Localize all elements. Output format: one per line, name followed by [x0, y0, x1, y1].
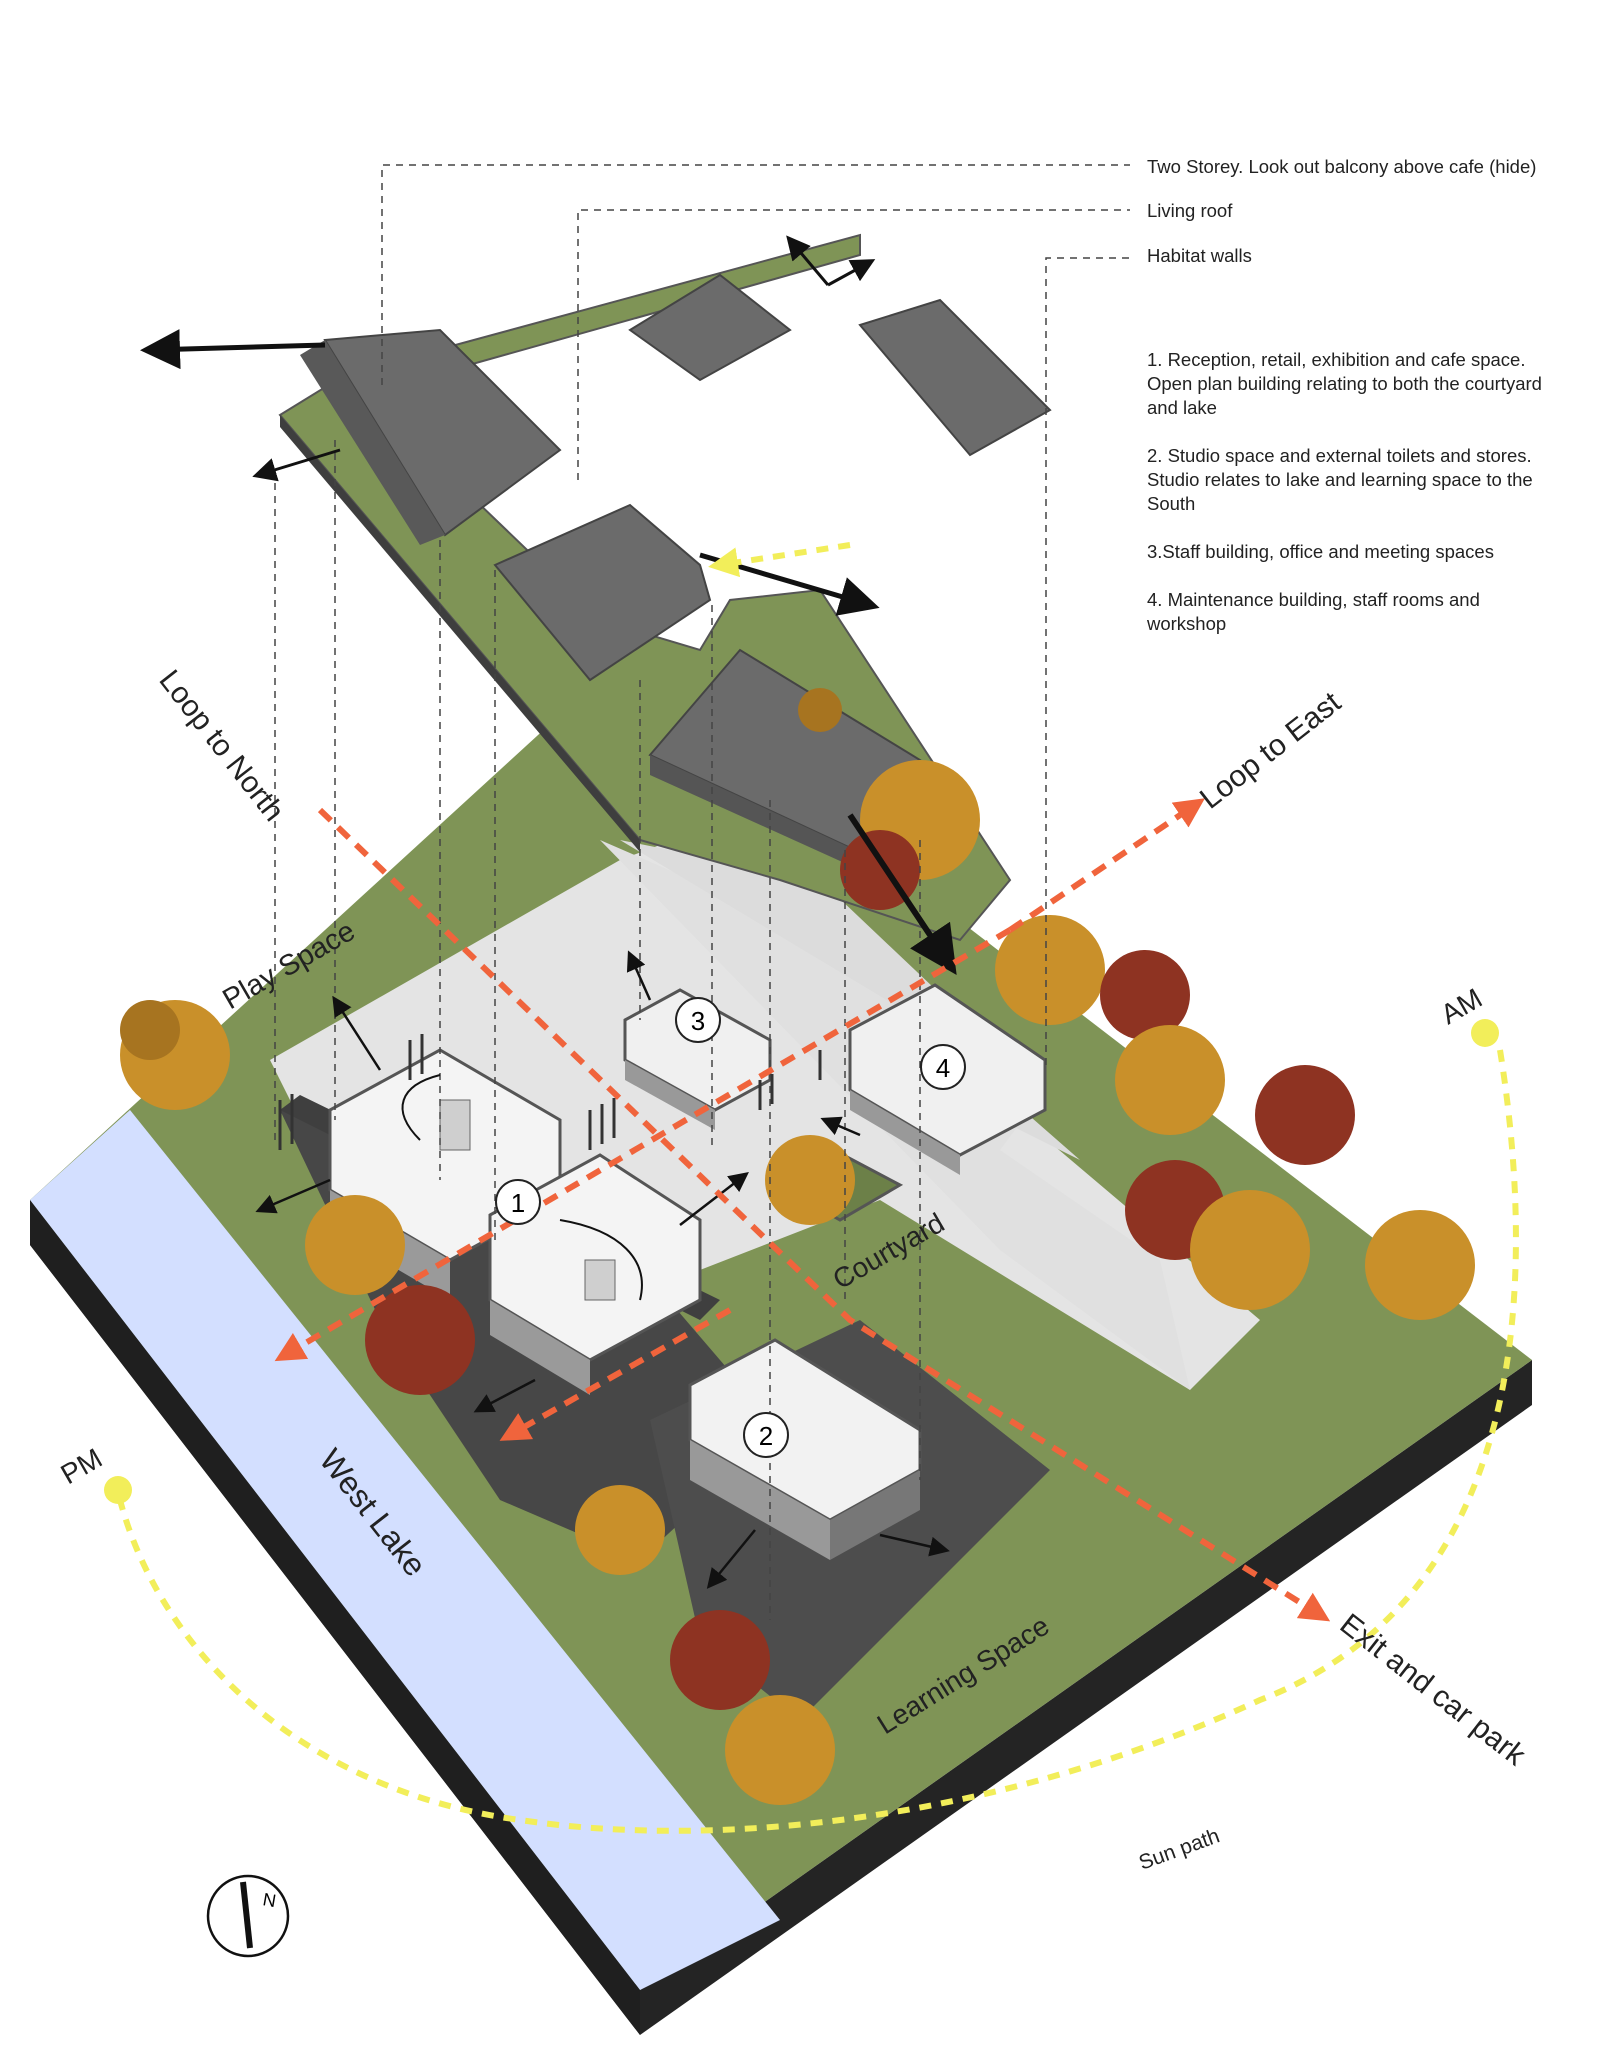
building-number-4: 4	[936, 1053, 950, 1083]
am-sun-icon	[1471, 1019, 1499, 1047]
north-arrow-icon	[240, 1881, 253, 1949]
legend-item-4: 4. Maintenance building, staff rooms and…	[1147, 589, 1480, 634]
sun-path	[104, 542, 1519, 1834]
building-number-3: 3	[691, 1006, 705, 1036]
loop-north-label: Loop to North	[152, 664, 290, 828]
living-roof	[278, 233, 1052, 942]
callout-balcony: Two Storey. Look out balcony above cafe …	[1147, 156, 1537, 177]
building-number-1: 1	[511, 1188, 525, 1218]
west-lake	[30, 1110, 780, 1990]
west-route	[274, 927, 1012, 1362]
loop-east-route	[1008, 798, 1205, 933]
legend-item-3: 3.Staff building, office and meeting spa…	[1147, 541, 1494, 562]
callout-habitat-walls: Habitat walls	[1147, 245, 1252, 266]
loop-east-label: Loop to East	[1194, 685, 1348, 815]
callout-living-roof: Living roof	[1147, 200, 1233, 221]
legend-item-2: 2. Studio space and external toilets and…	[1147, 445, 1533, 514]
habitat-walls	[278, 1034, 822, 1150]
building-legend: 1. Reception, retail, exhibition and caf…	[1147, 348, 1587, 660]
sun-path-label: Sun path	[1136, 1824, 1223, 1874]
exit-label: Exit and car park	[1334, 1608, 1532, 1773]
north-compass: N	[206, 1874, 290, 1958]
building-number-2: 2	[759, 1421, 773, 1451]
south-route	[499, 1307, 732, 1441]
route-arrows	[274, 798, 1331, 1622]
building-markers: 1 2 3 4	[495, 997, 966, 1458]
loop-north-exit-route	[317, 807, 1331, 1622]
north-label: N	[261, 1889, 277, 1911]
pm-sun-icon	[104, 1476, 132, 1504]
legend-item-1: 1. Reception, retail, exhibition and caf…	[1147, 349, 1542, 418]
pm-label: PM	[56, 1442, 108, 1490]
